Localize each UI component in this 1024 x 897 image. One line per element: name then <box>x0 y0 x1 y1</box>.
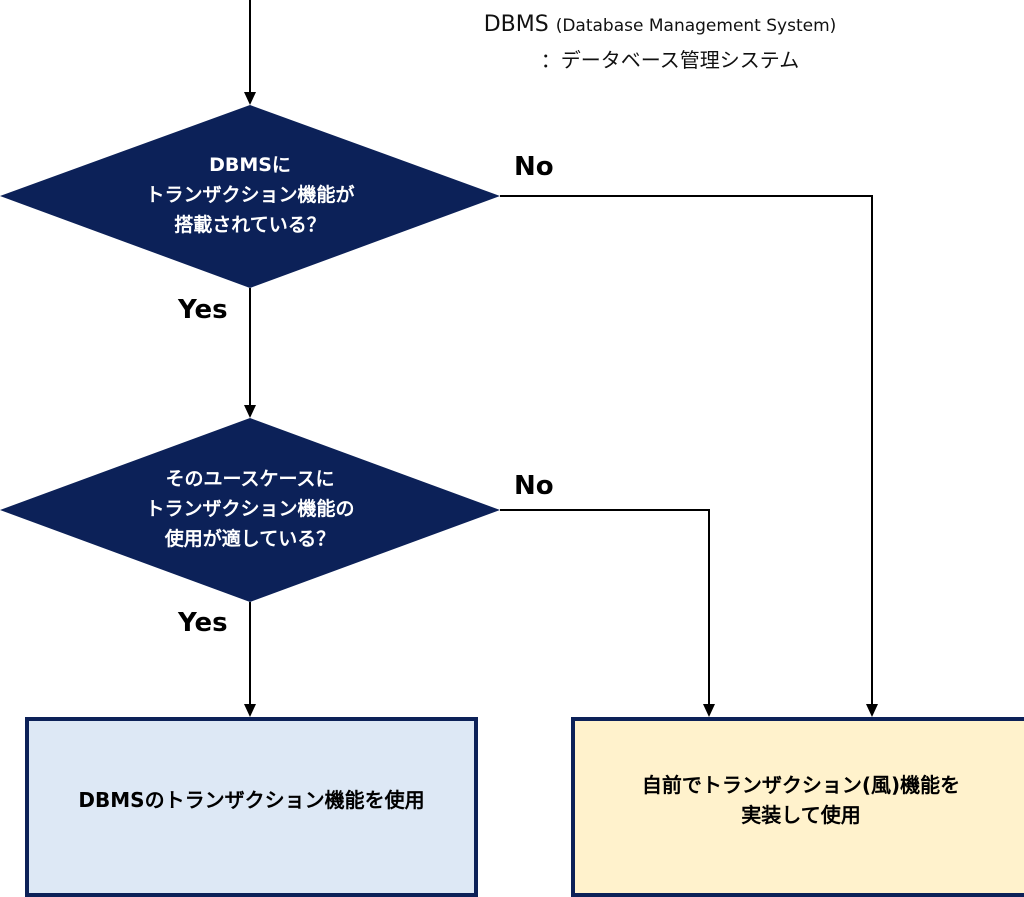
outcome-implement-own-transaction: 自前でトランザクション(風)機能を実装して使用 <box>571 717 1024 897</box>
no1-arrow <box>500 195 873 707</box>
outcome-use-dbms-transaction: DBMSのトランザクション機能を使用 <box>25 717 478 897</box>
outcome-left-text: DBMSのトランザクション機能を使用 <box>78 788 425 812</box>
no2-label: No <box>514 471 554 501</box>
decision1-text: DBMSにトランザクション機能が搭載されている？ <box>145 154 355 236</box>
yes2-label: Yes <box>178 608 228 638</box>
outcome-right-text: 自前でトランザクション(風)機能を実装して使用 <box>641 773 961 827</box>
no2-arrow <box>500 509 710 707</box>
legend-meaning: ：データベース管理システム <box>540 48 800 72</box>
arrowheads <box>244 92 878 717</box>
legend-title: DBMS (Database Management System) <box>483 12 837 37</box>
decision1-diamond <box>0 105 500 288</box>
yes1-label: Yes <box>178 295 228 325</box>
decision2-text: そのユースケースにトランザクション機能の使用が適している？ <box>145 468 355 550</box>
no1-label: No <box>514 152 554 182</box>
decision2-diamond <box>0 418 500 602</box>
